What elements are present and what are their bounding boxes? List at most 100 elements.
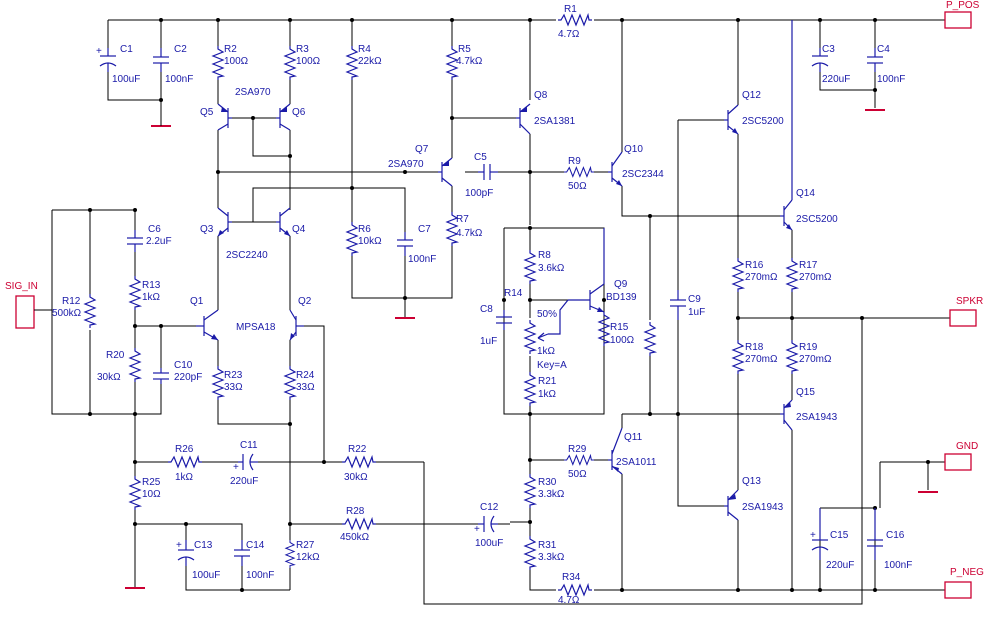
transistor-q13 <box>724 489 739 521</box>
label-r7-value: 4.7kΩ <box>456 228 483 239</box>
label-r21-ref: R21 <box>538 376 557 387</box>
label-q5-ref: Q5 <box>200 107 214 118</box>
label-c8-value: 1uF <box>480 336 497 347</box>
resistors <box>84 14 798 596</box>
label-c1-value: 100uF <box>112 74 140 85</box>
label-q34-part: 2SC2240 <box>226 250 268 261</box>
label-r6-value: 10kΩ <box>358 236 382 247</box>
transistor-q8 <box>516 103 531 135</box>
label-r4-ref: R4 <box>358 44 371 55</box>
capacitor-c10 <box>153 368 169 384</box>
resistor-r14 <box>524 319 536 355</box>
label-r15-ref: R15 <box>610 322 629 333</box>
resistor-r27 <box>285 539 295 569</box>
port-p-neg-label: P_NEG <box>950 567 984 578</box>
transistor-q7 <box>438 157 453 187</box>
label-r1-value: 4.7Ω <box>558 29 580 40</box>
capacitor-c2 <box>153 48 169 72</box>
capacitor-c15: + <box>810 508 829 560</box>
label-q12-part: 2SC5200 <box>742 116 784 127</box>
resistor-r18 <box>732 339 744 375</box>
label-r8-ref: R8 <box>538 250 551 261</box>
label-q10-part: 2SC2344 <box>622 169 664 180</box>
label-c15-value: 220uF <box>826 560 854 571</box>
label-r28-value: 450kΩ <box>340 532 370 543</box>
resistor-r25 <box>129 475 141 511</box>
wires <box>38 19 950 605</box>
label-r30-ref: R30 <box>538 477 557 488</box>
transistor-q3 <box>217 207 232 237</box>
label-c4-value: 100nF <box>877 74 905 85</box>
label-r31-value: 3.3kΩ <box>538 552 565 563</box>
label-r30-value: 3.3kΩ <box>538 489 565 500</box>
label-q7-part: 2SA970 <box>388 159 424 170</box>
label-r13-value: 1kΩ <box>142 292 161 303</box>
label-r14-pct: 50% <box>537 309 557 320</box>
ports: P_POS P_NEG SPKR GND SIG_IN <box>5 0 984 599</box>
label-q9-ref: Q9 <box>614 279 628 290</box>
port-p-pos <box>944 11 972 29</box>
label-r21-value: 1kΩ <box>538 389 557 400</box>
port-p-neg <box>944 581 972 599</box>
label-r5-value: 4.7kΩ <box>456 56 483 67</box>
label-r31-ref: R31 <box>538 540 557 551</box>
resistor-r17 <box>786 257 798 293</box>
label-c5-value: 100pF <box>465 188 493 199</box>
resistor-r6 <box>346 221 358 257</box>
label-c15-ref: C15 <box>830 530 849 541</box>
label-r8-value: 3.6kΩ <box>538 263 565 274</box>
label-r14-value: 1kΩ <box>537 346 556 357</box>
label-r1-ref: R1 <box>564 4 577 15</box>
label-c7-ref: C7 <box>418 224 431 235</box>
label-r14-key: Key=A <box>537 360 567 371</box>
label-c6-ref: C6 <box>148 224 161 235</box>
resistor-r21 <box>524 371 536 407</box>
capacitor-c12: + <box>474 515 498 535</box>
resistor-r20 <box>129 347 141 383</box>
label-r24-value: 33Ω <box>296 382 315 393</box>
resistor-r12 <box>84 293 96 329</box>
resistor-r15b <box>644 321 656 357</box>
label-r15-value: 100Ω <box>610 335 635 346</box>
label-c13-ref: C13 <box>194 540 213 551</box>
label-r19-ref: R19 <box>799 342 818 353</box>
label-c6-value: 2.2uF <box>146 236 172 247</box>
label-r20-ref: R20 <box>106 350 125 361</box>
port-sig-in-label: SIG_IN <box>5 281 38 292</box>
label-r7-ref: R7 <box>456 214 469 225</box>
label-q56-part: 2SA970 <box>235 87 271 98</box>
label-q15-ref: Q15 <box>796 387 815 398</box>
label-c3-ref: C3 <box>822 44 835 55</box>
resistor-r1 <box>557 14 593 26</box>
label-r26-ref: R26 <box>175 444 194 455</box>
label-q8-ref: Q8 <box>534 90 548 101</box>
svg-text:+: + <box>810 530 816 541</box>
label-r4-value: 22kΩ <box>358 56 382 67</box>
ground-symbols <box>125 109 938 589</box>
label-r22-ref: R22 <box>348 444 367 455</box>
resistor-r23 <box>212 365 224 401</box>
transistor-q9 <box>568 228 605 313</box>
svg-text:+: + <box>176 540 182 551</box>
label-c9-value: 1uF <box>688 307 705 318</box>
capacitor-c16 <box>867 508 883 560</box>
resistor-r28 <box>341 518 377 530</box>
label-q13-ref: Q13 <box>742 476 761 487</box>
label-r6-ref: R6 <box>358 224 371 235</box>
capacitor-c13: + <box>176 540 195 566</box>
transistors <box>196 20 793 521</box>
label-r9-value: 50Ω <box>568 181 587 192</box>
resistor-r30 <box>524 473 536 509</box>
label-q7-ref: Q7 <box>415 144 429 155</box>
resistor-r2 <box>212 45 224 81</box>
label-q14-ref: Q14 <box>796 188 815 199</box>
label-q14-part: 2SC5200 <box>796 214 838 225</box>
capacitor-c9 <box>670 290 686 320</box>
label-q12pair-part: MPSA18 <box>236 322 276 333</box>
svg-text:+: + <box>96 46 102 57</box>
label-c10-value: 220pF <box>174 372 202 383</box>
label-c16-ref: C16 <box>886 530 905 541</box>
label-c11-ref: C11 <box>240 440 258 451</box>
resistor-r34 <box>557 584 593 596</box>
resistor-r31 <box>524 535 536 571</box>
